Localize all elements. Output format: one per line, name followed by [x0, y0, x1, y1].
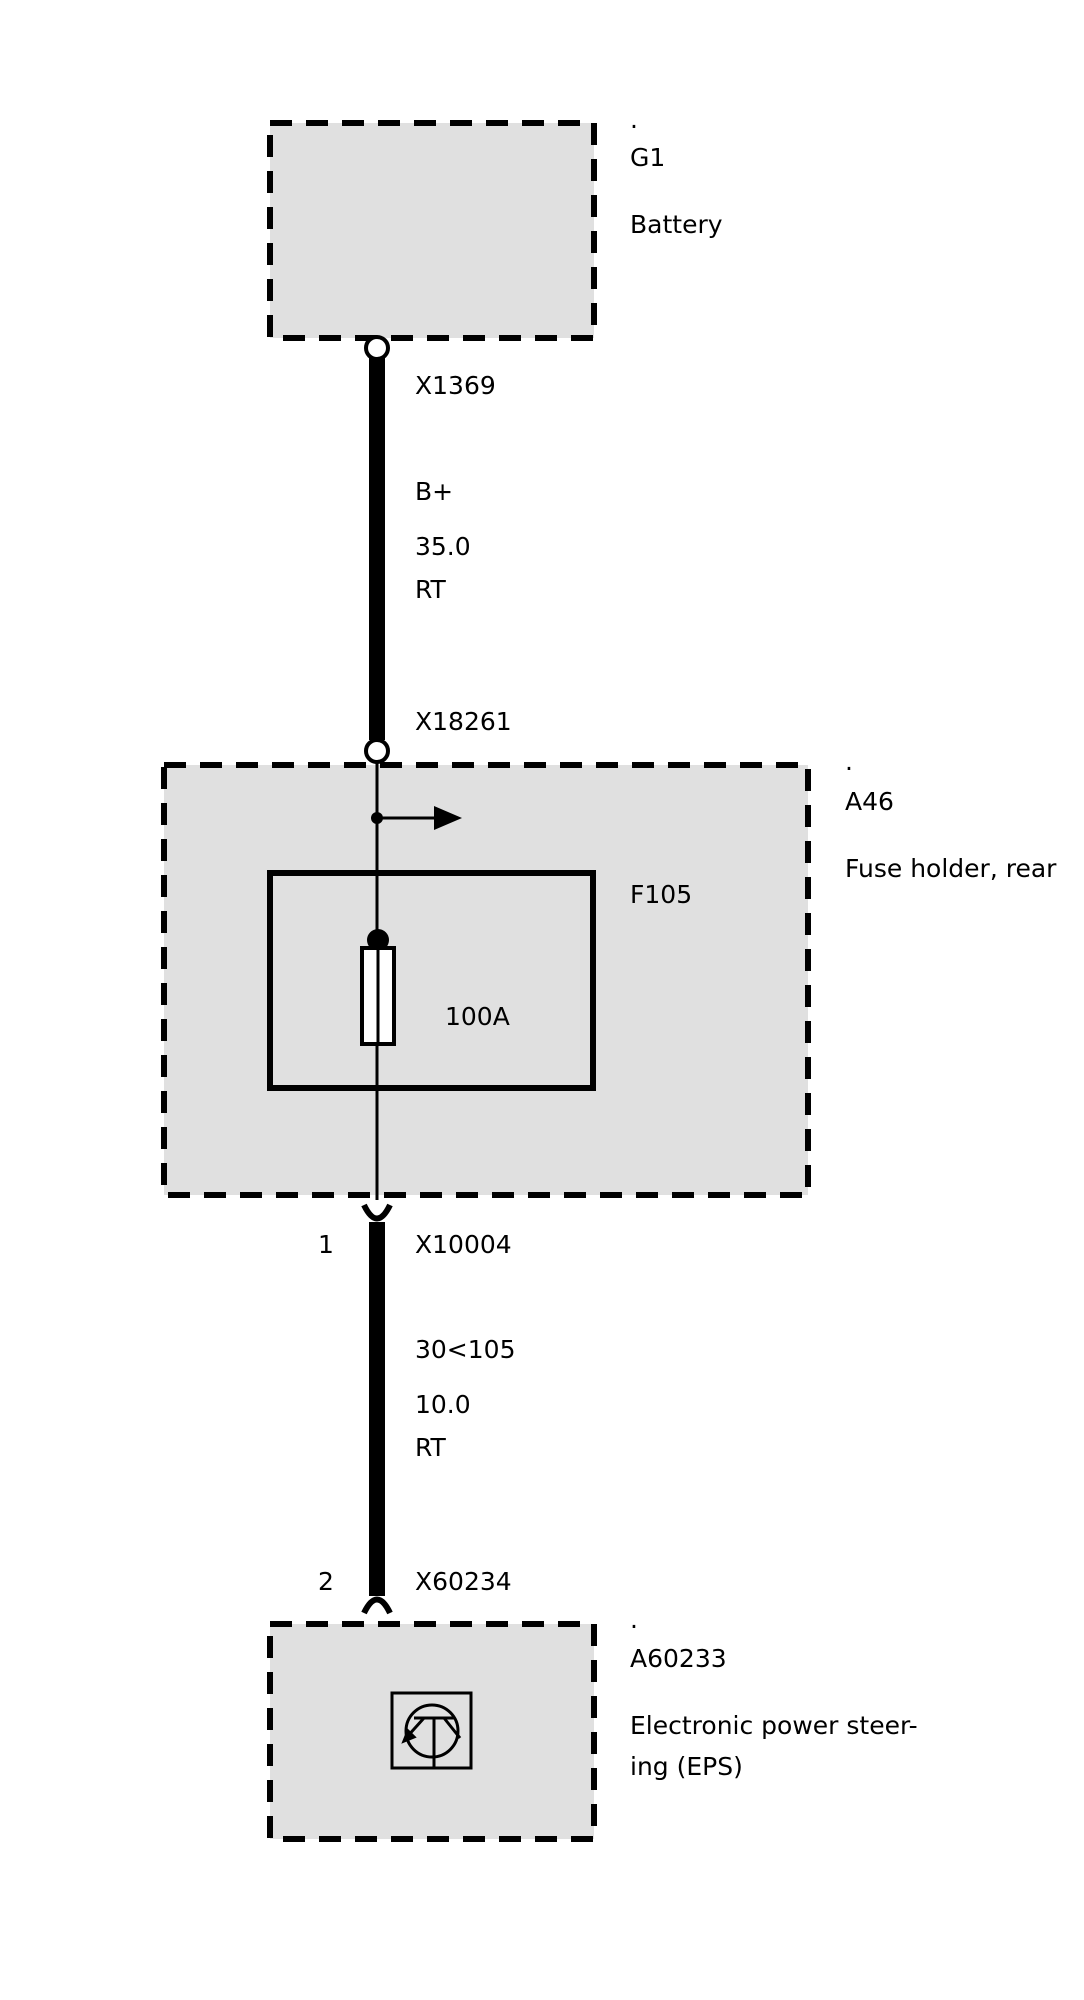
eps-name-line2: ing (EPS)	[630, 1752, 743, 1781]
connector-x10004-pin: 1	[318, 1230, 334, 1259]
eps-dot: .	[630, 1605, 638, 1634]
connector-x1369-terminal	[364, 335, 390, 361]
fuse-holder-name: Fuse holder, rear	[845, 854, 1057, 883]
wire2-color: RT	[415, 1433, 447, 1462]
eps-name-line1: Electronic power steer-	[630, 1711, 918, 1740]
fuse-f105-box	[267, 870, 596, 1091]
battery-name: Battery	[630, 210, 723, 239]
fuse-holder-code: A46	[845, 787, 894, 816]
fuse-rating: 100A	[445, 1002, 510, 1031]
fuse-holder-component-box	[161, 762, 811, 1198]
wire1-gauge: 35.0	[415, 532, 471, 561]
eps-code: A60233	[630, 1644, 727, 1673]
battery-code: G1	[630, 143, 665, 172]
transistor-icon	[390, 1691, 473, 1770]
connector-x10004-label: X10004	[415, 1230, 512, 1259]
connector-x60234-label: X60234	[415, 1567, 512, 1596]
connector-x18261-label: X18261	[415, 707, 512, 736]
eps-component-box	[267, 1621, 597, 1842]
connector-x10004-socket	[361, 1203, 393, 1222]
arrow-right-icon	[377, 806, 462, 830]
fuse-holder-dot: .	[845, 747, 853, 776]
wire2-gauge: 10.0	[415, 1390, 471, 1419]
fuse-code: F105	[630, 880, 692, 909]
connector-x1369-label: X1369	[415, 371, 496, 400]
battery-dot: .	[630, 105, 638, 134]
connector-x18261-terminal	[364, 738, 390, 764]
connector-x60234-pin: 2	[318, 1567, 334, 1596]
wire2-signal: 30<105	[415, 1335, 515, 1364]
wire1-color: RT	[415, 575, 447, 604]
battery-component-box	[267, 120, 597, 341]
wire1-signal: B+	[415, 477, 453, 506]
connector-x60234-socket	[361, 1596, 393, 1615]
fuse-icon	[360, 929, 396, 1046]
